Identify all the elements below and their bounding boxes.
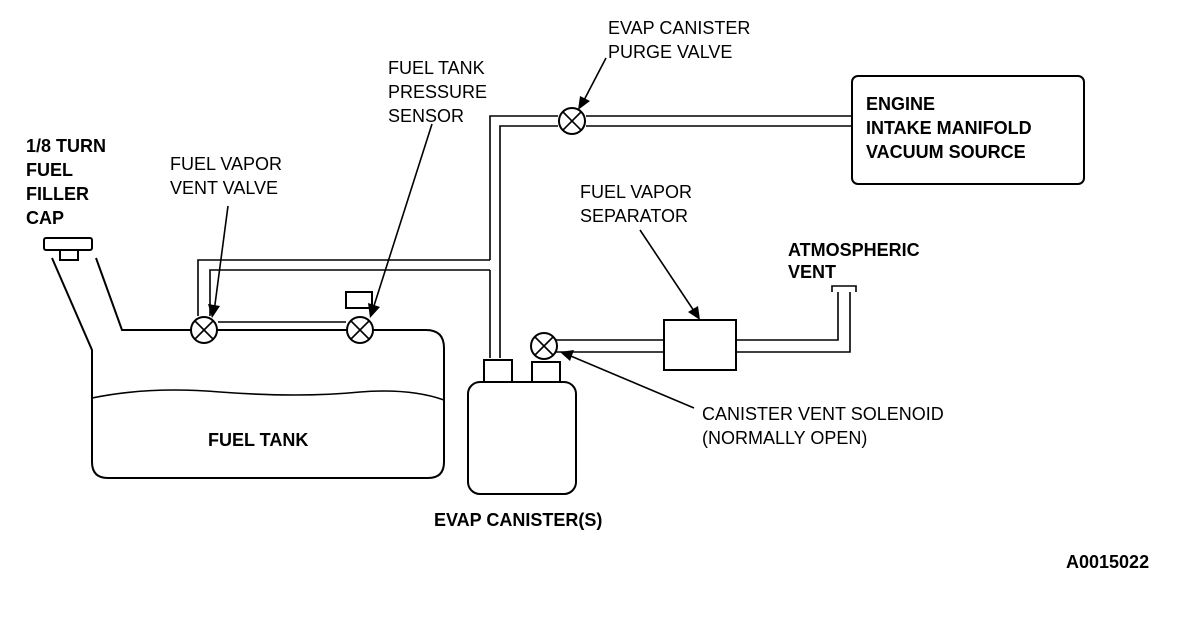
vent-solenoid-label: CANISTER VENT SOLENOID (NORMALLY OPEN) (702, 404, 944, 448)
fuel-tank-label: FUEL TANK (208, 430, 308, 450)
vent-solenoid-arrowhead (560, 350, 574, 361)
atmospheric-vent-label: ATMOSPHERIC VENT (788, 240, 920, 282)
vent-valve-arrowhead (208, 304, 220, 318)
svg-text:SENSOR: SENSOR (388, 106, 464, 126)
separator-pointer (639, 229, 697, 315)
svg-text:FUEL VAPOR: FUEL VAPOR (170, 154, 282, 174)
svg-text:EVAP CANISTER: EVAP CANISTER (608, 18, 750, 38)
vent-valve-pointer (213, 205, 229, 313)
svg-text:PURGE VALVE: PURGE VALVE (608, 42, 732, 62)
pressure-sensor-symbol (345, 291, 374, 344)
purge-valve-label: EVAP CANISTER PURGE VALVE (608, 18, 750, 62)
pressure-sensor-arrowhead (368, 303, 380, 318)
vent-valve-label: FUEL VAPOR VENT VALVE (170, 154, 282, 198)
vent-valve-symbol (190, 316, 218, 344)
svg-text:VACUUM SOURCE: VACUUM SOURCE (866, 142, 1026, 162)
purge-valve-symbol (558, 107, 586, 135)
svg-text:FUEL TANK: FUEL TANK (388, 58, 485, 78)
vent-solenoid-pointer (565, 353, 695, 409)
separator-arrowhead (688, 306, 700, 320)
separator-label: FUEL VAPOR SEPARATOR (580, 182, 692, 226)
atmospheric-vent (831, 285, 857, 292)
svg-text:CAP: CAP (26, 208, 64, 228)
fuel-tank: FUEL TANK (51, 257, 445, 479)
svg-text:VENT: VENT (788, 262, 836, 282)
vent-solenoid-symbol (530, 332, 558, 360)
svg-text:PRESSURE: PRESSURE (388, 82, 487, 102)
svg-text:ATMOSPHERIC: ATMOSPHERIC (788, 240, 920, 260)
filler-cap-label: 1/8 TURN FUEL FILLER CAP (26, 136, 106, 228)
svg-text:FUEL VAPOR: FUEL VAPOR (580, 182, 692, 202)
svg-text:1/8 TURN: 1/8 TURN (26, 136, 106, 156)
evap-canister (467, 359, 577, 495)
canister-label: EVAP CANISTER(S) (434, 510, 602, 530)
purge-valve-pointer (581, 57, 607, 105)
pressure-sensor-pointer (371, 123, 433, 313)
svg-text:INTAKE MANIFOLD: INTAKE MANIFOLD (866, 118, 1032, 138)
svg-text:VENT VALVE: VENT VALVE (170, 178, 278, 198)
vapor-lines (197, 115, 852, 358)
figure-id: A0015022 (1066, 552, 1149, 572)
engine-vacuum-source: ENGINE INTAKE MANIFOLD VACUUM SOURCE (851, 75, 1085, 185)
svg-text:FUEL: FUEL (26, 160, 73, 180)
purge-valve-arrowhead (578, 96, 590, 110)
svg-text:FILLER: FILLER (26, 184, 89, 204)
pressure-sensor-label: FUEL TANK PRESSURE SENSOR (388, 58, 487, 126)
svg-text:(NORMALLY OPEN): (NORMALLY OPEN) (702, 428, 867, 448)
svg-text:ENGINE: ENGINE (866, 94, 935, 114)
vapor-separator (663, 319, 737, 371)
filler-cap (43, 237, 93, 261)
svg-text:SEPARATOR: SEPARATOR (580, 206, 688, 226)
svg-text:CANISTER VENT SOLENOID: CANISTER VENT SOLENOID (702, 404, 944, 424)
